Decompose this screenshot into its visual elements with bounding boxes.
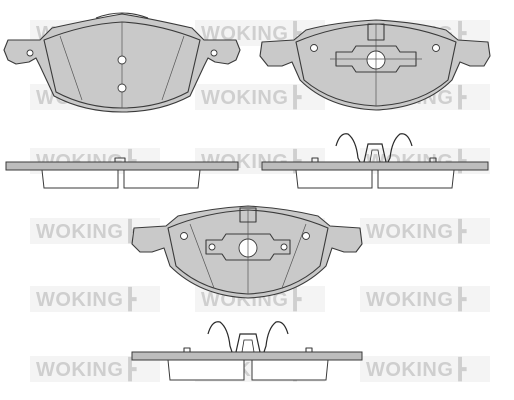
watermark: WOKING ┣: [195, 84, 325, 110]
spring-clip: [207, 321, 233, 353]
lining-side: [251, 359, 329, 381]
pad-front-view-center: [131, 205, 363, 299]
svg-text:WOKING: WOKING: [36, 289, 123, 311]
pad-side-view-right: [261, 133, 489, 189]
svg-text:WOKING: WOKING: [366, 359, 453, 381]
spring-clip: [241, 339, 255, 353]
pad-front-view-left: [3, 12, 241, 113]
sensor-hole: [117, 55, 127, 65]
svg-text:┣: ┣: [124, 286, 137, 312]
watermark: WOKING ┣: [360, 218, 490, 244]
svg-text:WOKING: WOKING: [366, 289, 453, 311]
mount-hole: [180, 232, 188, 240]
spring-clip: [235, 333, 261, 353]
mount-hole: [210, 49, 218, 57]
lining-side: [123, 169, 201, 189]
mount-hole: [310, 44, 318, 52]
svg-text:┣: ┣: [454, 286, 467, 312]
svg-text:┣: ┣: [289, 84, 302, 110]
svg-text:┣: ┣: [289, 286, 302, 312]
watermark: WOKING ┣: [360, 356, 490, 382]
mount-hole: [302, 232, 310, 240]
spring-clip: [387, 133, 413, 163]
clip-tab: [367, 23, 385, 41]
clip-base: [305, 347, 313, 353]
svg-text:WOKING: WOKING: [366, 221, 453, 243]
backplate-side: [5, 161, 239, 171]
pad-side-view-bottom: [131, 321, 363, 381]
friction-lining: [43, 21, 201, 109]
sensor-hole: [117, 83, 127, 93]
lining-side: [167, 359, 245, 381]
friction-lining: [167, 209, 329, 295]
spring-clip: [263, 321, 289, 353]
mount-hole: [26, 49, 34, 57]
sensor-tab: [114, 157, 126, 163]
clip-hole: [208, 243, 216, 251]
clip-base: [311, 157, 319, 163]
svg-text:WOKING: WOKING: [36, 359, 123, 381]
clip-tab: [239, 207, 257, 223]
svg-text:┣: ┣: [124, 356, 137, 382]
watermark: WOKING ┣: [30, 286, 160, 312]
backplate-side: [261, 161, 489, 171]
clip-base: [429, 157, 437, 163]
spring-clip: [369, 149, 381, 163]
lining-side: [377, 169, 455, 189]
backplate-side: [131, 351, 363, 361]
pad-side-view-left: [5, 157, 239, 189]
svg-text:WOKING: WOKING: [201, 87, 288, 109]
chamfer-line: [281, 223, 307, 289]
spring-clip-outline: [335, 45, 417, 73]
top-tab: [95, 12, 149, 19]
mount-hole: [432, 44, 440, 52]
chamfer-line: [189, 223, 215, 289]
watermark: WOKING ┣: [360, 286, 490, 312]
spring-clip: [335, 133, 361, 163]
clip-base: [183, 347, 191, 353]
svg-text:┣: ┣: [454, 84, 467, 110]
watermark: WOKING ┣: [30, 356, 160, 382]
lining-side: [295, 169, 373, 189]
svg-text:┣: ┣: [454, 356, 467, 382]
svg-text:WOKING: WOKING: [36, 221, 123, 243]
spring-clip: [363, 143, 387, 163]
clip-hole: [280, 243, 288, 251]
friction-lining: [295, 23, 457, 107]
chamfer-line: [161, 35, 185, 101]
lining-side: [41, 169, 119, 189]
spring-clip-outline: [205, 233, 291, 261]
svg-text:┣: ┣: [454, 218, 467, 244]
pad-rear-view-right: [259, 19, 491, 111]
chamfer-line: [59, 35, 83, 101]
